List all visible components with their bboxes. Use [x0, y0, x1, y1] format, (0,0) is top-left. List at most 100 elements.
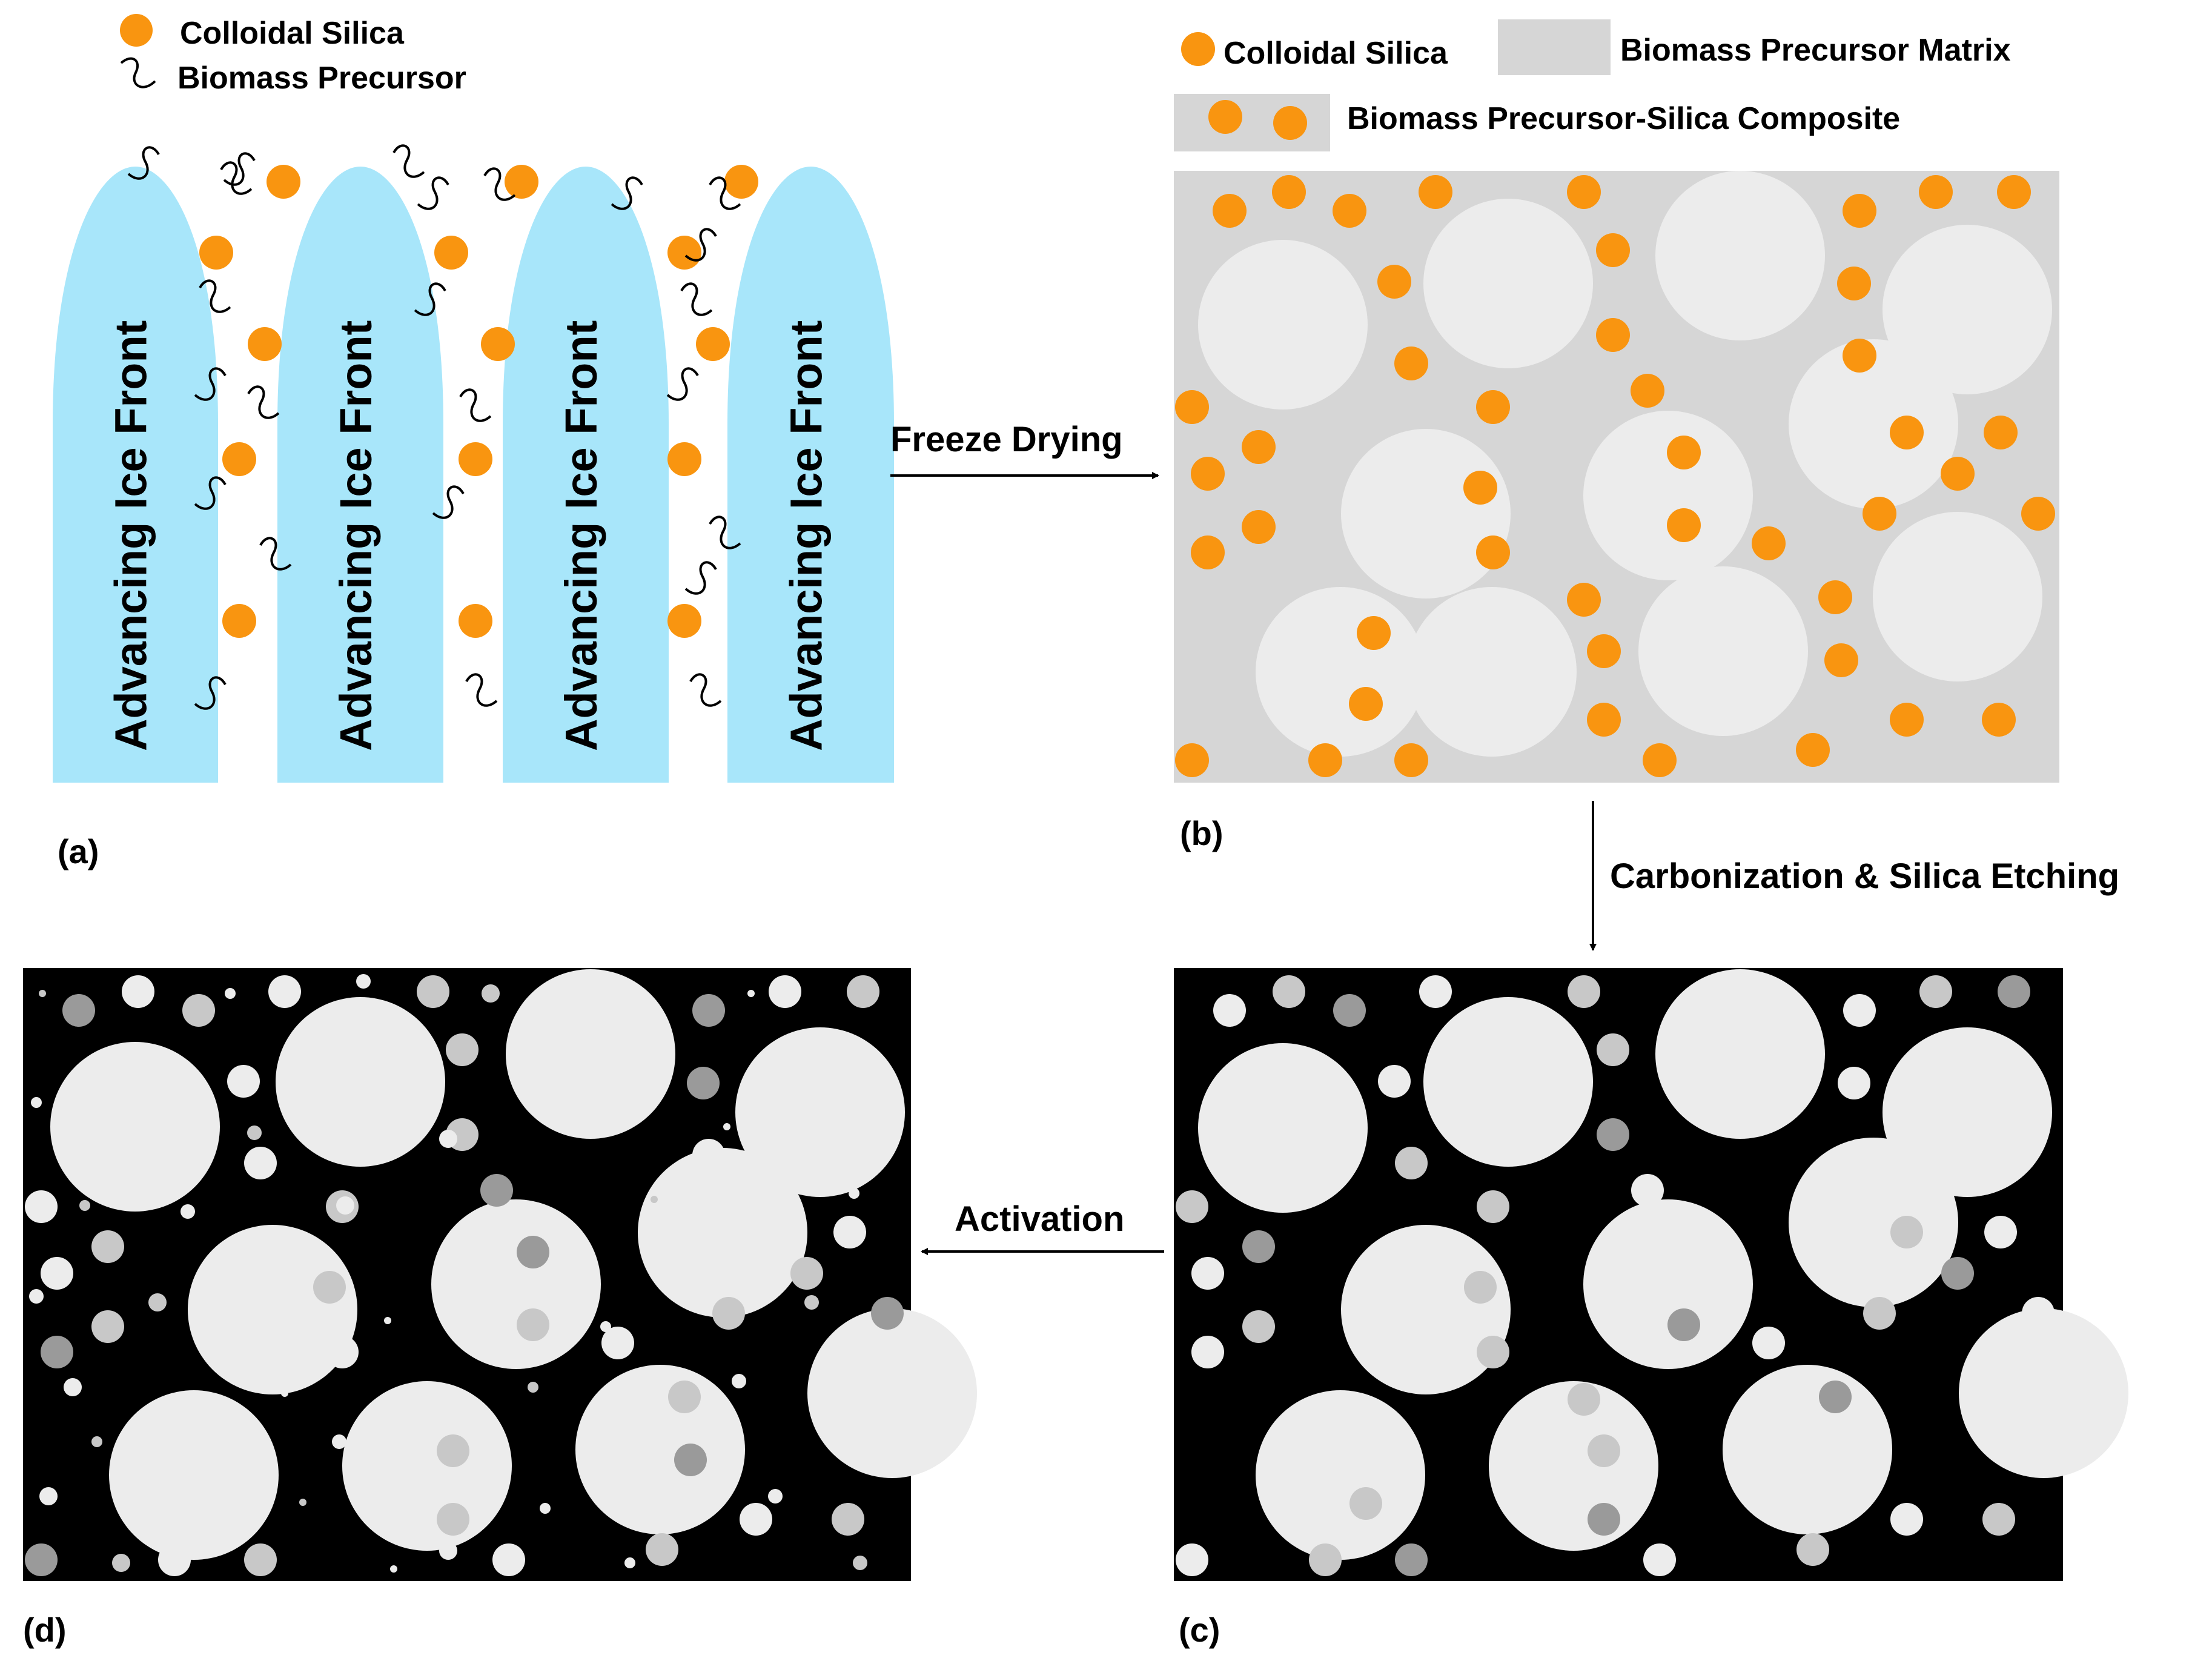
panel-c-label: (c) [1179, 1611, 1220, 1649]
colloidal-silica [724, 165, 758, 199]
colloidal-silica [1752, 526, 1786, 560]
mesopore [41, 1257, 73, 1290]
micropore [439, 1542, 457, 1560]
macropore [1959, 1308, 2128, 1478]
colloidal-silica [667, 236, 701, 270]
mesopore [244, 1147, 277, 1179]
biomass-precursor-strand [465, 673, 498, 707]
mesopore [25, 1543, 58, 1576]
colloidal-silica [222, 604, 256, 638]
mesopore [1395, 1147, 1428, 1179]
mesopore [1588, 1503, 1620, 1536]
mesopore [1568, 1383, 1600, 1416]
mesopore [769, 975, 801, 1008]
mesopore [1919, 975, 1952, 1008]
ice-templated-pore [1341, 429, 1511, 598]
mesopore [446, 1033, 478, 1066]
mesopore [1309, 1543, 1342, 1576]
precursor-legend-label: Biomass Precursor [177, 61, 466, 96]
colloidal-silica [1596, 318, 1630, 352]
panel-b-label: (b) [1180, 814, 1224, 852]
embedded-silica [1175, 175, 2055, 777]
biomass-precursor-strand [709, 176, 741, 210]
biomass-precursor-strand [709, 516, 741, 549]
macropore [431, 1199, 601, 1369]
colloidal-silica [222, 442, 256, 476]
colloidal-silica [1567, 583, 1601, 617]
colloidal-silica [2021, 497, 2055, 531]
colloidal-silica [1419, 175, 1452, 209]
biomass-precursor-strand [684, 561, 717, 595]
ice-templated-pore [1655, 171, 1825, 340]
mesopore [1242, 1310, 1275, 1343]
colloidal-silica [199, 236, 233, 270]
mesopore [437, 1503, 469, 1536]
micropore [439, 1130, 457, 1148]
biomass-precursor-strand [432, 485, 465, 519]
silica-legend-icon [120, 14, 153, 47]
mesopore [692, 994, 725, 1027]
biomass-precursor-strands [127, 144, 741, 710]
mesopores [1176, 975, 2055, 1576]
ice-templated-pore [1256, 587, 1425, 757]
mesopore [1631, 1174, 1664, 1207]
colloidal-silica [1476, 390, 1510, 424]
mesopore [1242, 1230, 1275, 1263]
ice-front-label: Advancing Ice Front [781, 320, 832, 751]
micropore [482, 984, 500, 1003]
colloidal-silica [1242, 430, 1276, 464]
ice-templated-pore [1198, 240, 1368, 409]
composite-legend-label: Biomass Precursor-Silica Composite [1347, 101, 1900, 136]
mesopore [1597, 1033, 1629, 1066]
micropore [225, 988, 236, 999]
mesopore [1378, 1065, 1411, 1098]
mesopore [790, 1257, 823, 1290]
micropore [39, 1487, 58, 1505]
mesopore [871, 1297, 904, 1330]
micropore [390, 1565, 397, 1573]
colloidal-silica [1824, 643, 1858, 677]
mesopore [517, 1308, 549, 1341]
colloidal-silica [1997, 175, 2031, 209]
macropore [807, 1308, 977, 1478]
colloidal-silica [1843, 194, 1876, 228]
micropore [356, 974, 371, 989]
activation-step: Activation [921, 1199, 1164, 1255]
micropore [853, 1556, 867, 1570]
colloidal-silica [1191, 535, 1225, 569]
mesopore [1863, 1297, 1896, 1330]
mesopore [1333, 994, 1366, 1027]
biomass-precursor-strand [194, 367, 227, 401]
mesopore [1890, 1216, 1923, 1248]
freeze-drying-step: Freeze Drying [890, 420, 1159, 479]
colloidal-silica [1463, 471, 1497, 505]
precursor-legend-icon [120, 57, 156, 88]
panel-b: Colloidal Silica Biomass Precursor Matri… [1174, 19, 2059, 852]
mesopore [1752, 1327, 1785, 1359]
micropore [91, 1436, 102, 1447]
mesopore [1568, 975, 1600, 1008]
colloidal-silica [667, 604, 701, 638]
colloidal-silica [481, 327, 515, 361]
macropore [1723, 1365, 1892, 1534]
colloidal-silica [505, 165, 538, 199]
mesopore [91, 1310, 124, 1343]
ice-front-label: Advancing Ice Front [331, 320, 381, 751]
macropore [575, 1365, 745, 1534]
colloidal-silica [1818, 580, 1852, 614]
biomass-precursor-strand [684, 228, 717, 262]
mesopore [244, 1543, 277, 1576]
colloidal-silica [1919, 175, 1953, 209]
colloidal-silica [1890, 416, 1924, 449]
macropore [638, 1148, 807, 1318]
mesopore [1843, 1139, 1876, 1172]
mesopore [1843, 994, 1876, 1027]
micropore [723, 1123, 730, 1130]
mesopore [1941, 1257, 1974, 1290]
macropores [1198, 969, 2128, 1560]
biomass-precursor-strand [259, 537, 292, 571]
activation-label: Activation [955, 1199, 1124, 1239]
colloidal-silica [1863, 497, 1896, 531]
ice-front [503, 167, 669, 783]
mesopore [1890, 1503, 1923, 1536]
